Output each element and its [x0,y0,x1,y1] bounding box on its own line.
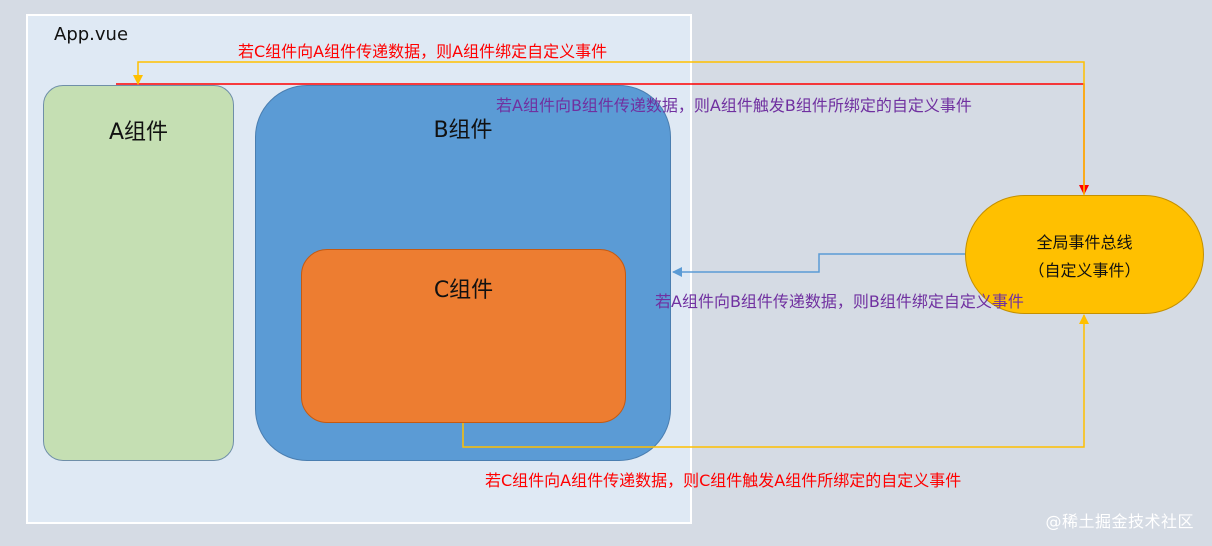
note-c-to-a-bind: 若C组件向A组件传递数据，则A组件绑定自定义事件 [238,42,608,61]
note-c-to-a-trigger: 若C组件向A组件传递数据，则C组件触发A组件所绑定的自定义事件 [485,471,962,490]
global-event-bus: 全局事件总线 （自定义事件） [965,195,1204,314]
component-c: C组件 [301,249,626,423]
component-a: A组件 [43,85,234,461]
component-a-label: A组件 [108,120,169,145]
app-title: App.vue [54,24,129,45]
connector-bus-to-b-callback [672,253,965,277]
component-c-label: C组件 [433,278,494,303]
note-a-to-b-trigger: 若A组件向B组件传递数据，则A组件触发B组件所绑定的自定义事件 [496,96,972,115]
event-bus-title: 全局事件总线 [1036,232,1133,252]
note-a-to-b-bind: 若A组件向B组件传递数据，则B组件绑定自定义事件 [655,292,1024,311]
watermark: @稀土掘金技术社区 [1045,512,1194,531]
event-bus-subtitle: （自定义事件） [1028,260,1141,280]
